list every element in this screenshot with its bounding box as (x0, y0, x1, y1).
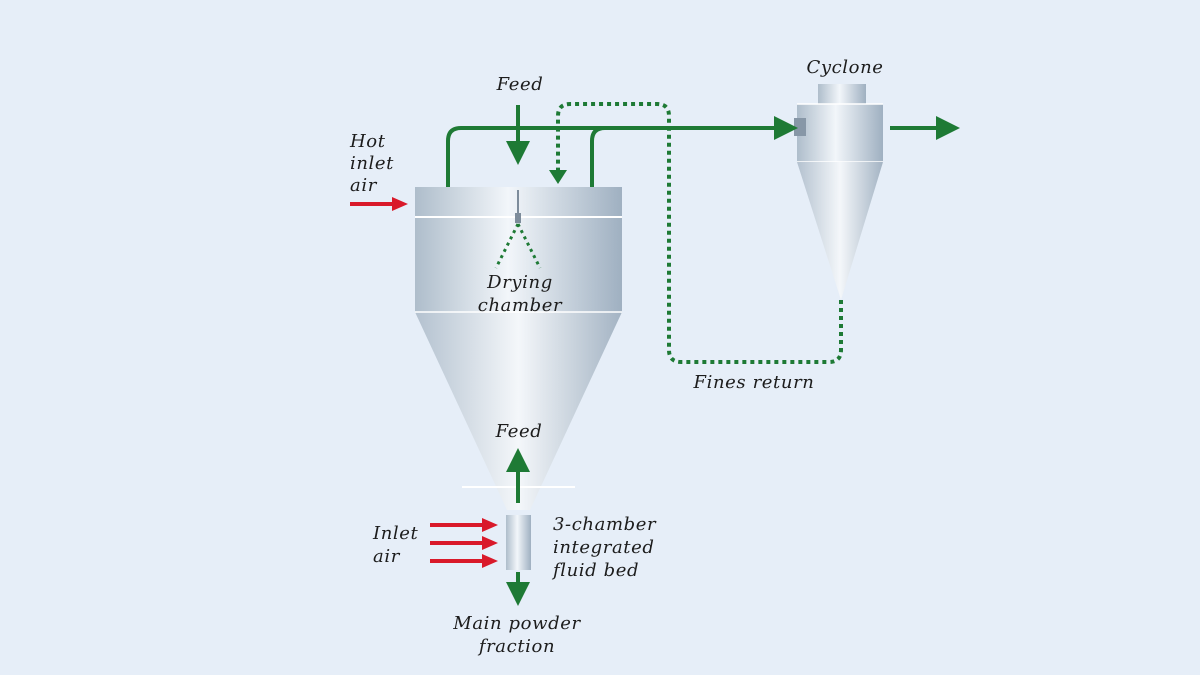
label-hot-inlet-air-line1: Hot (349, 131, 386, 152)
cyclone-cone (797, 162, 883, 300)
label-main-powder-line1: Main powder (452, 613, 581, 634)
label-hot-inlet-air-line3: air (350, 175, 378, 196)
label-fluid-bed-line1: 3-chamber (553, 514, 657, 535)
cyclone-inlet (794, 118, 806, 136)
inlet-air-arrow-2 (430, 536, 498, 550)
fines-return-line (556, 102, 843, 364)
exhaust-air-line (446, 116, 798, 187)
inlet-air-arrow-1 (430, 518, 498, 532)
cyclone-vessel (794, 84, 883, 300)
drying-chamber-cone (415, 312, 622, 510)
fines-return-arrowhead (549, 170, 567, 184)
atomizer-nozzle (515, 213, 521, 223)
exhaust-branch-line (590, 126, 606, 187)
label-inlet-air-line2: air (373, 546, 401, 567)
label-fluid-bed-line3: fluid bed (551, 560, 639, 581)
cyclone-cylinder (797, 104, 883, 162)
spray-line-right (516, 223, 542, 269)
label-feed-bottom: Feed (495, 421, 543, 442)
cyclone-outlet-pipe (818, 84, 866, 104)
label-main-powder-line2: fraction (477, 636, 555, 657)
label-feed-top: Feed (496, 74, 544, 95)
label-fluid-bed-line2: integrated (553, 537, 655, 558)
label-fines-return: Fines return (693, 372, 815, 393)
label-hot-inlet-air-line2: inlet (350, 153, 394, 174)
label-drying-chamber-line1: Drying (486, 272, 553, 293)
drying-chamber-vessel (415, 187, 622, 510)
label-drying-chamber-line2: chamber (478, 295, 563, 316)
inlet-air-arrow-3 (430, 554, 498, 568)
fluid-bed-body (506, 515, 531, 570)
label-cyclone: Cyclone (806, 57, 883, 78)
hot-inlet-air-arrow (350, 197, 408, 211)
label-inlet-air-line1: Inlet (372, 523, 419, 544)
spray-line-left (494, 223, 520, 269)
